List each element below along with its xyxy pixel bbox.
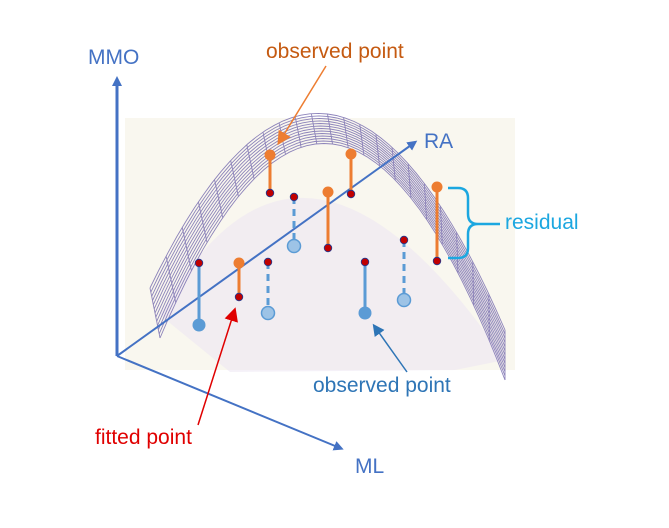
mesh-line [157, 138, 506, 372]
mesh-line [153, 125, 506, 351]
ml-axis [116, 355, 344, 451]
fitted-point [432, 256, 442, 266]
fitted-point [263, 257, 273, 267]
observed-point [286, 238, 302, 254]
residual-label: residual [505, 211, 579, 234]
observed-point [431, 181, 443, 193]
observed-bottom-arrow [372, 323, 408, 373]
mesh-line [155, 130, 506, 360]
mesh-line [157, 135, 506, 368]
observed-point-label-top: observed point [266, 40, 404, 63]
mesh-line [154, 128, 506, 356]
fitted-surface [160, 197, 505, 372]
fitted-point [234, 292, 244, 302]
observed-point [264, 149, 276, 161]
observed-point [345, 148, 357, 160]
mmo-axis-label: MMO [88, 46, 139, 69]
observed-point [358, 306, 372, 320]
ra-axis-label: RA [424, 130, 453, 153]
mesh-line [158, 140, 506, 376]
mesh-line [152, 120, 506, 343]
observed-point [233, 257, 245, 269]
fitted-point [194, 258, 204, 268]
fitted-point-label: fitted point [95, 426, 192, 449]
observed-point-label-bottom: observed point [313, 374, 451, 397]
observed-top-arrow [277, 65, 327, 146]
observed-point [260, 305, 276, 321]
surface-mesh [149, 112, 506, 381]
observed-point [322, 186, 334, 198]
observed-point [192, 318, 206, 332]
ra-axis [116, 140, 418, 357]
mesh-line [150, 115, 506, 335]
mesh-line [151, 117, 506, 339]
fitted-point [399, 235, 409, 245]
mesh-line [159, 143, 506, 381]
mesh-line [152, 123, 506, 347]
fitted-point [289, 192, 299, 202]
observed-point [396, 292, 412, 308]
data-points [192, 148, 443, 332]
ml-axis-label: ML [355, 455, 384, 478]
fitted-point [265, 188, 275, 198]
fitted-point-arrow [197, 307, 238, 426]
fitted-point [360, 257, 370, 267]
fitted-point [346, 189, 356, 199]
mesh-line [149, 112, 506, 331]
mesh-line [156, 133, 506, 364]
fitted-point [323, 243, 333, 253]
